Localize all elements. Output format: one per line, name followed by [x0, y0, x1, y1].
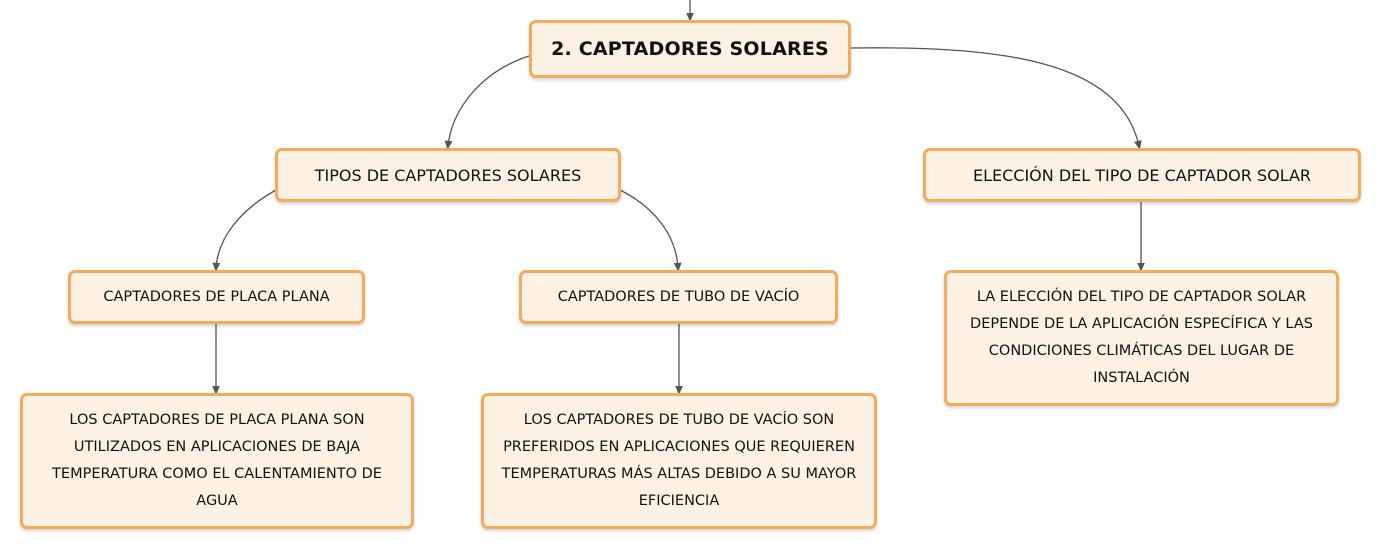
node-eleccion-description-text: LA ELECCIÓN DEL TIPO DE CAPTADOR SOLAR D…	[970, 289, 1313, 386]
connector-root-to-eleccion	[850, 47, 1142, 150]
node-eleccion-tipo-captador-label: ELECCIÓN DEL TIPO DE CAPTADOR SOLAR	[972, 165, 1312, 185]
connector-tipos-to-tubo-vacio	[619, 189, 682, 272]
node-placa-plana-label: CAPTADORES DE PLACA PLANA	[103, 289, 330, 305]
node-eleccion-tipo-captador[interactable]: ELECCIÓN DEL TIPO DE CAPTADOR SOLAR	[923, 148, 1361, 202]
connector-root-to-tipos	[444, 55, 530, 150]
node-captadores-solares-label: 2. CAPTADORES SOLARES	[551, 38, 829, 60]
node-placa-plana[interactable]: CAPTADORES DE PLACA PLANA	[68, 270, 365, 324]
node-tubo-vacio-label: CAPTADORES DE TUBO DE VACÍO	[557, 289, 800, 305]
node-tubo-vacio-description-text: LOS CAPTADORES DE TUBO DE VACÍO SON PREF…	[501, 412, 857, 509]
node-captadores-solares[interactable]: 2. CAPTADORES SOLARES	[529, 20, 851, 78]
node-tipos-de-captadores-label: TIPOS DE CAPTADORES SOLARES	[314, 165, 582, 185]
node-tubo-vacio[interactable]: CAPTADORES DE TUBO DE VACÍO	[519, 270, 838, 324]
node-placa-plana-description-text: LOS CAPTADORES DE PLACA PLANA SON UTILIZ…	[52, 412, 382, 509]
connector-tipos-to-placa-plana	[212, 189, 277, 272]
node-tipos-de-captadores[interactable]: TIPOS DE CAPTADORES SOLARES	[275, 148, 621, 202]
node-eleccion-description[interactable]: LA ELECCIÓN DEL TIPO DE CAPTADOR SOLAR D…	[944, 270, 1339, 406]
node-placa-plana-description[interactable]: LOS CAPTADORES DE PLACA PLANA SON UTILIZ…	[20, 393, 414, 529]
node-tubo-vacio-description[interactable]: LOS CAPTADORES DE TUBO DE VACÍO SON PREF…	[481, 393, 877, 529]
